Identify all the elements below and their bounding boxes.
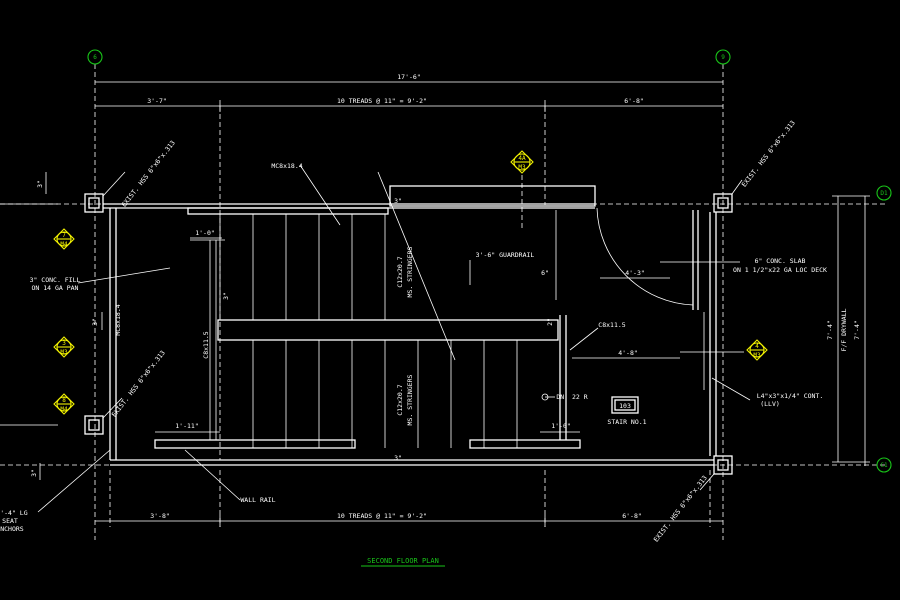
svg-text:4'-3": 4'-3"	[625, 269, 645, 277]
svg-text:WALL RAIL: WALL RAIL	[240, 496, 275, 504]
grid-bubble-c1: C1	[876, 457, 892, 473]
bottom-dimensions: 3'-8" 10 TREADS @ 11" = 9'-2" 6'-8"	[95, 470, 723, 527]
svg-text:DN. 22 R: DN. 22 R	[556, 393, 587, 401]
svg-text:6'-8": 6'-8"	[624, 97, 644, 105]
hss-callouts: EXIST. HSS 6"x6"x.313 EXIST. HSS 6"x6"x.…	[102, 119, 797, 544]
detail-tag-3-m3[interactable]: 3 M3	[53, 336, 75, 358]
svg-text:3": 3"	[91, 318, 99, 326]
svg-text:10 TREADS @ 11" = 9'-2": 10 TREADS @ 11" = 9'-2"	[337, 512, 427, 520]
svg-text:3": 3"	[36, 180, 44, 188]
svg-text:10 TREADS @ 11" = 9'-2": 10 TREADS @ 11" = 9'-2"	[337, 97, 427, 105]
svg-text:F/F DRYWALL: F/F DRYWALL	[840, 308, 848, 351]
drawing-title: SECOND FLOOR PLAN	[361, 557, 445, 567]
detail-tag-8-m4[interactable]: 8 M4	[53, 393, 75, 415]
svg-text:M4: M4	[60, 241, 68, 248]
stair-treads	[154, 164, 581, 449]
svg-text:7'-4": 7'-4"	[853, 320, 861, 340]
svg-text:2": 2"	[546, 318, 554, 326]
svg-text:3" CONC. FILL: 3" CONC. FILL	[30, 276, 81, 284]
hss-columns	[84, 193, 733, 475]
svg-text:C1: C1	[880, 462, 888, 469]
svg-text:4'-8": 4'-8"	[618, 349, 638, 357]
grid-lines	[0, 64, 885, 540]
svg-text:EXIST. HSS 6"x6"x.313: EXIST. HSS 6"x6"x.313	[110, 349, 167, 419]
svg-text:4: 4	[755, 343, 759, 350]
svg-text:3'-8": 3'-8"	[150, 512, 170, 520]
svg-text:L4"x3"x1/4" CONT.: L4"x3"x1/4" CONT.	[757, 392, 824, 400]
grid-bubble-d1: D1	[876, 185, 892, 201]
svg-text:M3: M3	[60, 349, 68, 356]
detail-tag-7-m4[interactable]: 7 M4	[53, 228, 75, 250]
svg-text:EXIST. HSS 6"x6"x.313: EXIST. HSS 6"x6"x.313	[652, 474, 709, 544]
plan-notes: 3" CONC. FILL ON 14 GA PAN 3'-6" GUARDRA…	[0, 162, 827, 533]
svg-text:(LLV): (LLV)	[760, 400, 780, 408]
svg-text:C12x20.7: C12x20.7	[396, 384, 404, 415]
svg-text:1'-0": 1'-0"	[551, 422, 571, 430]
detail-tag-4-m3[interactable]: 4 M3	[746, 339, 768, 361]
svg-text:STAIR NO.1: STAIR NO.1	[607, 418, 646, 426]
svg-text:3'-7": 3'-7"	[147, 97, 167, 105]
svg-text:103: 103	[619, 402, 631, 410]
svg-text:3: 3	[62, 340, 66, 347]
svg-text:M4: M4	[60, 406, 68, 413]
svg-text:SECOND FLOOR PLAN: SECOND FLOOR PLAN	[367, 557, 439, 565]
svg-text:x3'-4" LG: x3'-4" LG	[0, 509, 28, 517]
room-tag: 103 STAIR NO.1	[607, 396, 647, 426]
svg-text:4A: 4A	[518, 155, 526, 162]
svg-text:C12x20.7: C12x20.7	[396, 256, 404, 287]
svg-text:3": 3"	[394, 454, 402, 462]
svg-text:8: 8	[62, 397, 66, 404]
svg-text:6'-8": 6'-8"	[622, 512, 642, 520]
svg-text:M3: M3	[518, 164, 526, 171]
svg-text:EXIST. HSS 6"x6"x.313: EXIST. HSS 6"x6"x.313	[120, 139, 177, 209]
svg-text:ON 14 GA PAN: ON 14 GA PAN	[32, 284, 79, 292]
svg-text:6": 6"	[541, 269, 549, 277]
grid-bubble-6: 6	[87, 49, 103, 65]
right-dimensions: 7'-4" 7'-4" F/F DRYWALL	[826, 195, 870, 466]
svg-text:MC8x18.4: MC8x18.4	[114, 304, 122, 335]
svg-text:7: 7	[62, 232, 66, 239]
svg-text:MS. STRINGERS: MS. STRINGERS	[406, 246, 414, 297]
left-dimensions: 3" 3" 3"	[30, 172, 103, 480]
svg-text:6" CONC. SLAB: 6" CONC. SLAB	[755, 257, 806, 265]
svg-text:MC8x18.4: MC8x18.4	[271, 162, 302, 170]
interior-dimensions: 1'-0" 1'-11" 1'-0" 4'-3" 4'-8" 6" 3" 3" …	[155, 197, 680, 462]
svg-text:M3: M3	[753, 352, 761, 359]
svg-text:6: 6	[93, 54, 97, 61]
svg-text:SEAT: SEAT	[2, 517, 18, 525]
section-cut-lines	[0, 175, 744, 426]
svg-text:EXIST. HSS 6"x6"x.313: EXIST. HSS 6"x6"x.313	[740, 119, 797, 189]
svg-text:3": 3"	[394, 197, 402, 205]
svg-text:ON 1 1/2"x22 GA LOC DECK: ON 1 1/2"x22 GA LOC DECK	[733, 266, 827, 274]
detail-tag-4a-m3[interactable]: 4A M3	[510, 150, 534, 174]
svg-text:17'-6": 17'-6"	[397, 73, 420, 81]
svg-text:ANCHORS: ANCHORS	[0, 525, 24, 533]
svg-text:1'-0": 1'-0"	[195, 229, 215, 237]
svg-text:3": 3"	[30, 469, 38, 477]
svg-text:MS. STRINGERS: MS. STRINGERS	[406, 374, 414, 425]
svg-text:3": 3"	[222, 292, 230, 300]
svg-text:C8x11.5: C8x11.5	[202, 331, 210, 358]
svg-text:1'-11": 1'-11"	[175, 422, 198, 430]
svg-text:7'-4": 7'-4"	[826, 320, 834, 340]
svg-text:C8x11.5: C8x11.5	[598, 321, 625, 329]
svg-text:9: 9	[721, 54, 725, 61]
svg-text:D1: D1	[880, 190, 888, 197]
svg-text:3'-6" GUARDRAIL: 3'-6" GUARDRAIL	[476, 251, 535, 259]
grid-bubble-9: 9	[715, 49, 731, 65]
